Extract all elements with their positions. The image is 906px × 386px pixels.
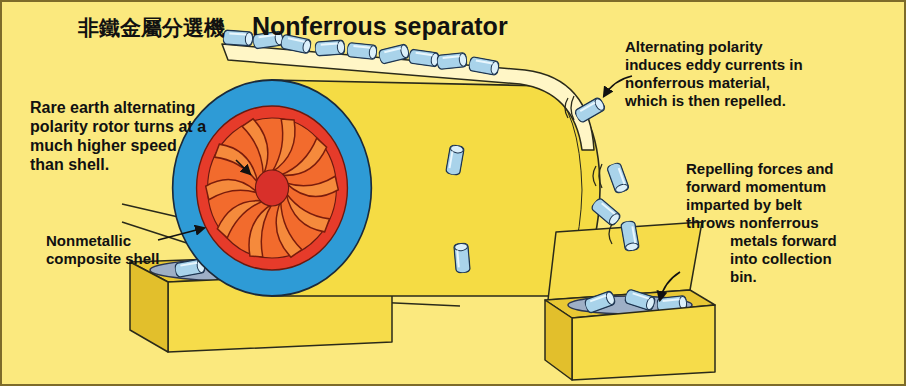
rotor-face <box>173 80 372 296</box>
leader-arrows-part <box>158 228 204 240</box>
cans-on-belt-part <box>468 57 500 76</box>
callout-box: Nonmetallic composite shell <box>46 232 171 268</box>
cans-on-belt-part <box>315 40 346 56</box>
rotor-face-part <box>272 119 295 172</box>
rotor-face-part <box>205 169 258 209</box>
flying-cans-part <box>574 96 607 123</box>
callout-text: Rare earth alternating polarity rotor tu… <box>30 99 206 173</box>
callout-box: 非鐵金屬分選機 <box>78 15 248 41</box>
conveyor-belt-part <box>222 44 594 150</box>
chinese-title: 非鐵金屬分選機 <box>78 15 225 40</box>
cans-on-belt-part <box>346 42 377 59</box>
left-bin-part <box>130 262 168 352</box>
motion-marks-part <box>565 98 568 118</box>
right-bin-part <box>572 305 715 380</box>
leader-arrows-part <box>236 160 250 174</box>
drum-part <box>446 144 465 176</box>
rotor-face-part <box>249 204 272 257</box>
flying-cans-part <box>606 162 629 195</box>
motion-marks-part <box>571 96 574 120</box>
rotor-face-part <box>197 106 348 270</box>
callout-text: Alternating polarity induces eddy curren… <box>625 38 803 109</box>
rotor-face-part <box>173 80 372 296</box>
conveyor-belt <box>222 44 594 150</box>
right-bin-part <box>624 289 657 312</box>
cans-on-belt-part <box>378 44 410 65</box>
callout-text: Repelling forces and forward momentum im… <box>686 160 837 285</box>
flying-cans-part <box>621 220 640 252</box>
cans-on-belt-part <box>408 49 440 67</box>
motion-marks <box>565 96 612 244</box>
rotor-face-part <box>255 170 288 206</box>
flying-cans <box>574 96 640 252</box>
callout-text: Nonmetallic composite shell <box>46 232 159 267</box>
rotor-face-part <box>286 167 339 207</box>
cans-on-belt-part <box>223 30 254 46</box>
callout-box: Repelling forces and forward momentum im… <box>685 160 843 290</box>
cans-on-belt-part <box>436 52 467 69</box>
leader-arrows-part <box>660 272 680 300</box>
leader-arrows <box>158 76 680 300</box>
motion-marks-part <box>599 164 602 188</box>
callout-box: Rare earth alternating polarity rotor tu… <box>30 98 210 174</box>
title-text: Nonferrous separator <box>252 11 582 41</box>
motion-marks-part <box>609 224 612 244</box>
flying-cans-part <box>590 197 622 227</box>
rotor-face-part <box>235 117 282 175</box>
motion-marks-part <box>593 166 596 186</box>
right-bin-part <box>545 300 572 380</box>
callout-box: Alternating polarity induces eddy curren… <box>625 38 810 110</box>
drum-part <box>454 242 471 273</box>
right-bin-part <box>584 290 617 313</box>
